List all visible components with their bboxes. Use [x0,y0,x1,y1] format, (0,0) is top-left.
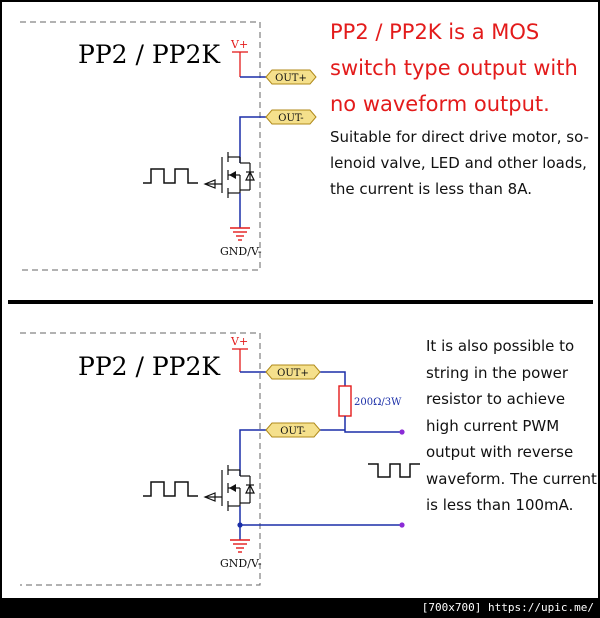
top-vplus-symbol [232,51,248,77]
bottom-body-line-6: waveform. The current [426,470,597,488]
top-vplus-label: V+ [230,38,248,51]
footer-bar: [700x700] https://upic.me/ [0,598,600,618]
top-input-pulse [143,168,198,184]
bottom-wire-out-plus-resistor [320,371,346,386]
bottom-body-line-5: output with reverse [426,443,574,461]
top-panel: OUT+ OUT- V+ GND/V- [20,21,317,271]
bottom-panel: OUT+ OUT- 200Ω/3W V+ GND/V- [20,332,420,586]
footer-site-link[interactable]: https://upic.me/ [488,601,594,614]
top-mosfet [203,152,255,198]
top-body-line-3: the current is less than 8A. [330,180,532,198]
top-gnd-label: GND/V- [220,245,262,258]
bottom-mosfet [203,465,255,511]
bottom-wire-out-drain [239,429,266,476]
top-tag-out-plus: OUT+ [265,69,317,85]
bottom-body-line-2: string in the power [426,364,569,382]
bottom-tag-out-plus-label: OUT+ [277,368,309,379]
bottom-tag-out-minus-label: OUT- [280,426,305,437]
top-tag-out-minus-label: OUT- [278,113,303,124]
top-module-boundary [20,21,261,271]
bottom-body-line-3: resistor to achieve [426,390,566,408]
bottom-output-reverse-pulse [368,463,420,478]
bottom-tag-out-plus: OUT+ [265,364,321,380]
top-ground-symbol [230,227,250,241]
bottom-ground-symbol [230,539,250,553]
bottom-module-boundary [20,332,261,586]
top-heading-line-3: no waveform output. [330,92,550,116]
top-wire-out-drain [239,116,266,163]
bottom-module-title: PP2 / PP2K [78,352,221,381]
top-module-title: PP2 / PP2K [78,40,221,69]
bottom-wire-resistor-terminal [344,416,402,433]
bottom-vplus-symbol [232,348,248,372]
top-heading-line-2: switch type output with [330,56,578,80]
section-divider [8,300,593,304]
bottom-gnd-label: GND/V- [220,557,262,570]
bottom-body-line-7: is less than 100mA. [426,496,574,514]
top-tag-out-plus-label: OUT+ [275,73,307,84]
bottom-terminal-upper [399,429,405,435]
top-body-line-2: lenoid valve, LED and other loads, [330,154,587,172]
top-heading-line-1: PP2 / PP2K is a MOS [330,20,540,44]
bottom-vplus-label: V+ [230,335,248,348]
footer-size-badge: [700x700] [421,601,482,614]
bottom-terminal-lower [399,522,405,528]
bottom-tag-out-minus: OUT- [265,422,321,438]
bottom-resistor-label: 200Ω/3W [354,397,402,408]
bottom-input-pulse [143,481,198,497]
bottom-body-line-1: It is also possible to [426,337,575,355]
top-tag-out-minus: OUT- [265,109,317,125]
bottom-resistor [338,385,352,417]
top-body-line-1: Suitable for direct drive motor, so- [330,128,589,146]
bottom-body-line-4: high current PWM [426,417,560,435]
